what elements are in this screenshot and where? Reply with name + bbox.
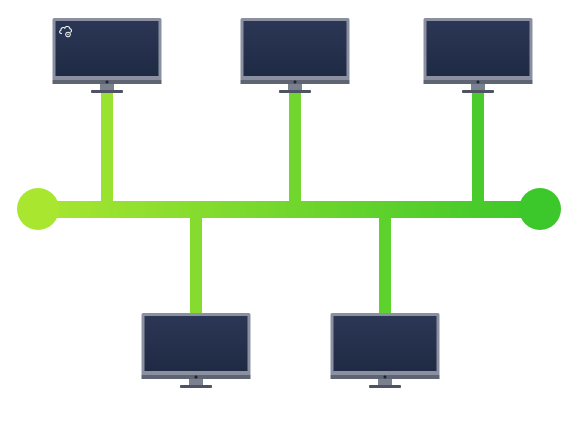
monitor-base bbox=[369, 385, 401, 388]
monitor-stand bbox=[189, 379, 203, 385]
computer-1-cable bbox=[101, 92, 113, 203]
computer-4 bbox=[141, 313, 251, 388]
computer-1 bbox=[52, 18, 162, 93]
power-led bbox=[194, 375, 198, 379]
monitor-stand bbox=[378, 379, 392, 385]
bus-line bbox=[38, 201, 540, 218]
power-led bbox=[105, 80, 109, 84]
computer-5-cable bbox=[379, 216, 391, 315]
cloud-outline bbox=[59, 26, 72, 34]
computer-2-cable bbox=[289, 92, 301, 203]
computers bbox=[52, 18, 533, 388]
power-led bbox=[293, 80, 297, 84]
left-terminator bbox=[17, 188, 59, 230]
monitor-screen bbox=[144, 316, 248, 371]
bus-backbone bbox=[17, 188, 561, 230]
monitor-screen bbox=[333, 316, 437, 371]
monitor-base bbox=[462, 90, 494, 93]
cables bbox=[101, 92, 484, 315]
power-led bbox=[476, 80, 480, 84]
monitor-screen bbox=[55, 21, 159, 76]
monitor-base bbox=[180, 385, 212, 388]
monitor-stand bbox=[288, 84, 302, 90]
monitor-screen bbox=[243, 21, 347, 76]
monitor-stand bbox=[471, 84, 485, 90]
computer-5 bbox=[330, 313, 440, 388]
power-led bbox=[383, 375, 387, 379]
gear-ring bbox=[65, 31, 71, 38]
computer-3-cable bbox=[472, 92, 484, 203]
computer-2 bbox=[240, 18, 350, 93]
right-terminator bbox=[519, 188, 561, 230]
computer-4-cable bbox=[190, 216, 202, 315]
monitor-stand bbox=[100, 84, 114, 90]
gear-hub bbox=[67, 33, 69, 36]
monitor-base bbox=[279, 90, 311, 93]
cloud-gear-icon bbox=[59, 26, 72, 38]
monitor-base bbox=[91, 90, 123, 93]
computer-3 bbox=[423, 18, 533, 93]
monitor-screen bbox=[426, 21, 530, 76]
